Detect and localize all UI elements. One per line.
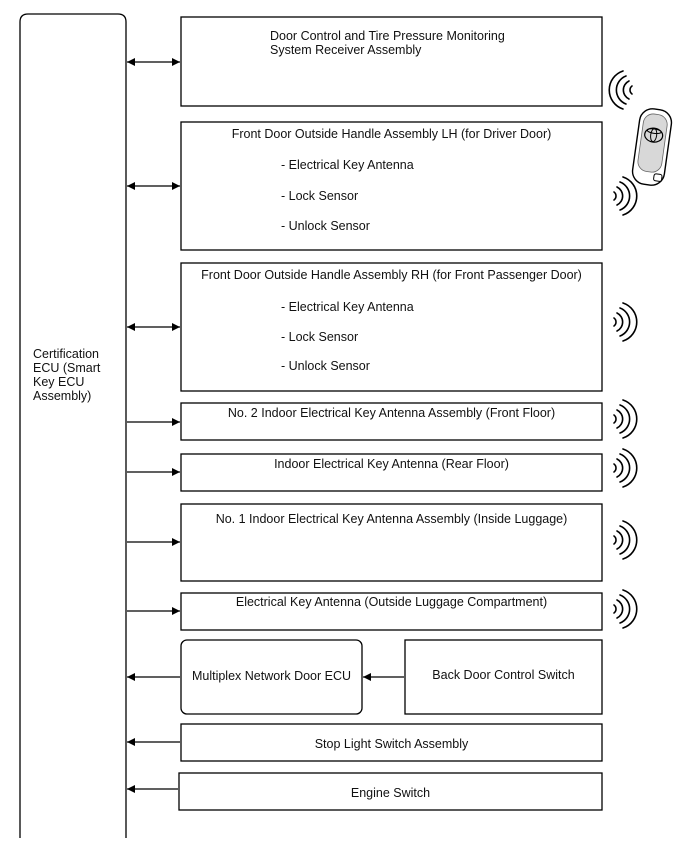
front-door-rh-item: - Electrical Key Antenna bbox=[281, 300, 414, 314]
ecu-label-line: Certification bbox=[33, 347, 99, 361]
front-door-lh-box bbox=[180, 121, 603, 251]
stop-light-switch-box bbox=[180, 723, 603, 762]
tpms-label-line: Door Control and Tire Pressure Monitorin… bbox=[270, 29, 505, 43]
radio-wave-icon bbox=[613, 176, 638, 216]
certification-ecu-block bbox=[19, 13, 127, 838]
front-door-rh-box bbox=[180, 262, 603, 392]
outside-luggage-antenna-label: Electrical Key Antenna (Outside Luggage … bbox=[235, 595, 548, 609]
front-door-rh-title: Front Door Outside Handle Assembly RH (f… bbox=[201, 268, 582, 282]
inside-luggage-antenna-box bbox=[180, 503, 603, 582]
ecu-label-line: Assembly) bbox=[33, 389, 92, 403]
front-floor-antenna-box bbox=[180, 402, 603, 441]
stop-light-switch-label: Stop Light Switch Assembly bbox=[314, 737, 469, 751]
ecu-label-line: Key ECU bbox=[33, 375, 85, 389]
radio-wave-icon bbox=[608, 70, 633, 110]
front-door-lh-item: - Unlock Sensor bbox=[281, 219, 370, 233]
engine-switch-box bbox=[178, 772, 603, 811]
back-door-switch-label: Back Door Control Switch bbox=[432, 668, 575, 682]
radio-wave-icon bbox=[613, 448, 638, 488]
back-door-switch-box bbox=[404, 639, 603, 715]
front-door-rh-item: - Lock Sensor bbox=[281, 330, 359, 344]
radio-wave-icon bbox=[613, 302, 638, 342]
outside-luggage-antenna-box bbox=[180, 592, 603, 631]
front-door-rh-item: - Unlock Sensor bbox=[281, 359, 370, 373]
tpms-receiver-label: Door Control and Tire Pressure Monitorin… bbox=[270, 29, 505, 57]
radio-wave-icon bbox=[613, 520, 638, 560]
inside-luggage-antenna-label: No. 1 Indoor Electrical Key Antenna Asse… bbox=[215, 512, 568, 526]
radio-wave-icon bbox=[613, 589, 638, 629]
front-door-lh-title: Front Door Outside Handle Assembly LH (f… bbox=[231, 127, 552, 141]
rear-floor-antenna-box bbox=[180, 453, 603, 492]
smart-key-fob-icon bbox=[631, 108, 673, 186]
multiplex-door-ecu-label: Multiplex Network Door ECU bbox=[191, 669, 352, 683]
front-door-lh-item: - Electrical Key Antenna bbox=[281, 158, 414, 172]
ecu-label-line: ECU (Smart bbox=[33, 361, 101, 375]
front-door-lh-item: - Lock Sensor bbox=[281, 189, 359, 203]
radio-wave-icon bbox=[613, 399, 638, 439]
tpms-receiver-box bbox=[180, 16, 603, 107]
front-floor-antenna-label: No. 2 Indoor Electrical Key Antenna Asse… bbox=[227, 406, 556, 420]
certification-ecu-label: Certification ECU (Smart Key ECU Assembl… bbox=[33, 347, 100, 403]
engine-switch-label: Engine Switch bbox=[350, 786, 431, 800]
tpms-label-line: System Receiver Assembly bbox=[270, 43, 422, 57]
rear-floor-antenna-label: Indoor Electrical Key Antenna (Rear Floo… bbox=[274, 457, 509, 471]
multiplex-door-ecu-box bbox=[180, 639, 363, 715]
